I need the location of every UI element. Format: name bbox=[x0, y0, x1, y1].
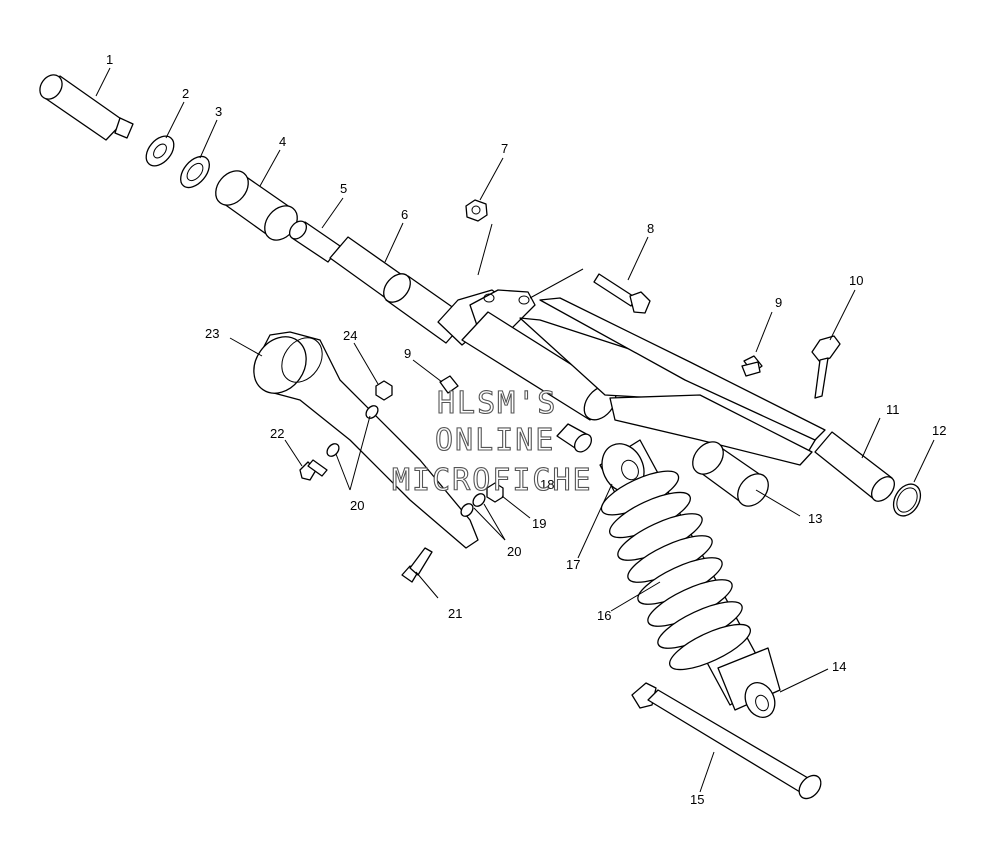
watermark-line-1: HLSM'S bbox=[437, 386, 557, 421]
callout-2: 2 bbox=[182, 86, 189, 101]
callout-9-right: 9 bbox=[775, 295, 782, 310]
callout-20-right: 20 bbox=[507, 544, 521, 559]
part-4-sleeve bbox=[215, 170, 298, 241]
leader-lines bbox=[95, 67, 935, 793]
callout-22: 22 bbox=[270, 426, 284, 441]
part-20-washer-a bbox=[326, 405, 379, 457]
callout-1: 1 bbox=[106, 52, 113, 67]
watermark: HLSM'S ONLINE MICROFICHE bbox=[391, 385, 593, 498]
callout-16: 16 bbox=[597, 608, 611, 623]
part-23-bracket bbox=[253, 331, 479, 549]
callout-20-left: 20 bbox=[350, 498, 364, 513]
part-8-bolt bbox=[593, 273, 651, 314]
part-18-bushing bbox=[556, 423, 593, 453]
part-2-washer bbox=[145, 135, 175, 167]
part-16-shock bbox=[599, 439, 781, 719]
callout-3: 3 bbox=[215, 104, 222, 119]
callout-13: 13 bbox=[808, 511, 822, 526]
callout-11: 11 bbox=[886, 402, 900, 417]
part-15-bolt bbox=[631, 682, 822, 800]
watermark-line-2: ONLINE bbox=[435, 423, 555, 458]
callout-5: 5 bbox=[340, 181, 347, 196]
part-24-nut bbox=[375, 380, 393, 401]
callout-labels: 1 2 3 4 5 6 7 8 9 9 10 11 12 13 14 15 16… bbox=[106, 52, 946, 807]
part-7-nut bbox=[465, 199, 488, 222]
callout-10: 10 bbox=[849, 273, 863, 288]
callout-18: 18 bbox=[540, 477, 554, 492]
callout-4: 4 bbox=[279, 134, 286, 149]
part-12-ring bbox=[892, 483, 922, 517]
callout-8: 8 bbox=[647, 221, 654, 236]
callout-15: 15 bbox=[690, 792, 704, 807]
part-13-sleeve bbox=[692, 441, 769, 507]
part-9-fitting-b bbox=[439, 375, 459, 394]
part-10-cable-tie bbox=[811, 335, 841, 399]
part-20-washer-b bbox=[460, 493, 486, 517]
callout-19: 19 bbox=[532, 516, 546, 531]
watermark-line-3: MICROFICHE bbox=[392, 463, 593, 498]
part-1-bolt bbox=[39, 74, 134, 141]
part-9-fitting-a bbox=[741, 355, 763, 377]
part-11-tube bbox=[814, 431, 895, 502]
callout-7: 7 bbox=[501, 141, 508, 156]
part-3-washer bbox=[180, 155, 210, 189]
callout-23: 23 bbox=[205, 326, 219, 341]
callout-12: 12 bbox=[932, 423, 946, 438]
rear-arm bbox=[437, 223, 826, 466]
callout-6: 6 bbox=[401, 207, 408, 222]
callout-17: 17 bbox=[566, 557, 580, 572]
part-21-bolt bbox=[401, 547, 433, 583]
part-22-bolt bbox=[299, 459, 328, 481]
callout-9-left: 9 bbox=[404, 346, 411, 361]
callout-14: 14 bbox=[832, 659, 846, 674]
callout-21: 21 bbox=[448, 606, 462, 621]
callout-24: 24 bbox=[343, 328, 357, 343]
